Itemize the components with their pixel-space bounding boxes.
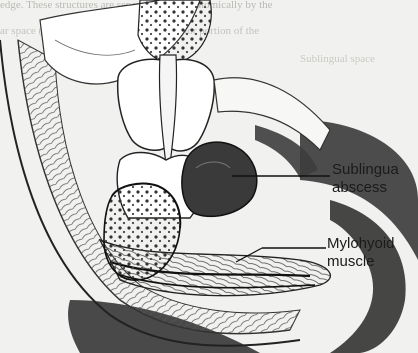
maxilla-bone bbox=[138, 0, 211, 63]
background-text-line-3: Sublingual space bbox=[300, 53, 375, 65]
sublingual-abscess-label-line-2: abscess bbox=[332, 179, 399, 197]
sublingual-abscess-label-line-1: Sublingua bbox=[332, 161, 399, 179]
mylohyoid-muscle-label-line-2: muscle bbox=[327, 253, 395, 271]
sublingual-abscess-mass bbox=[182, 142, 257, 216]
mylohyoid-muscle-label-line-1: Mylohyoid bbox=[327, 235, 395, 253]
sublingual-abscess-label: Sublingua abscess bbox=[332, 161, 399, 197]
mylohyoid-muscle-label: Mylohyoid muscle bbox=[327, 235, 395, 271]
